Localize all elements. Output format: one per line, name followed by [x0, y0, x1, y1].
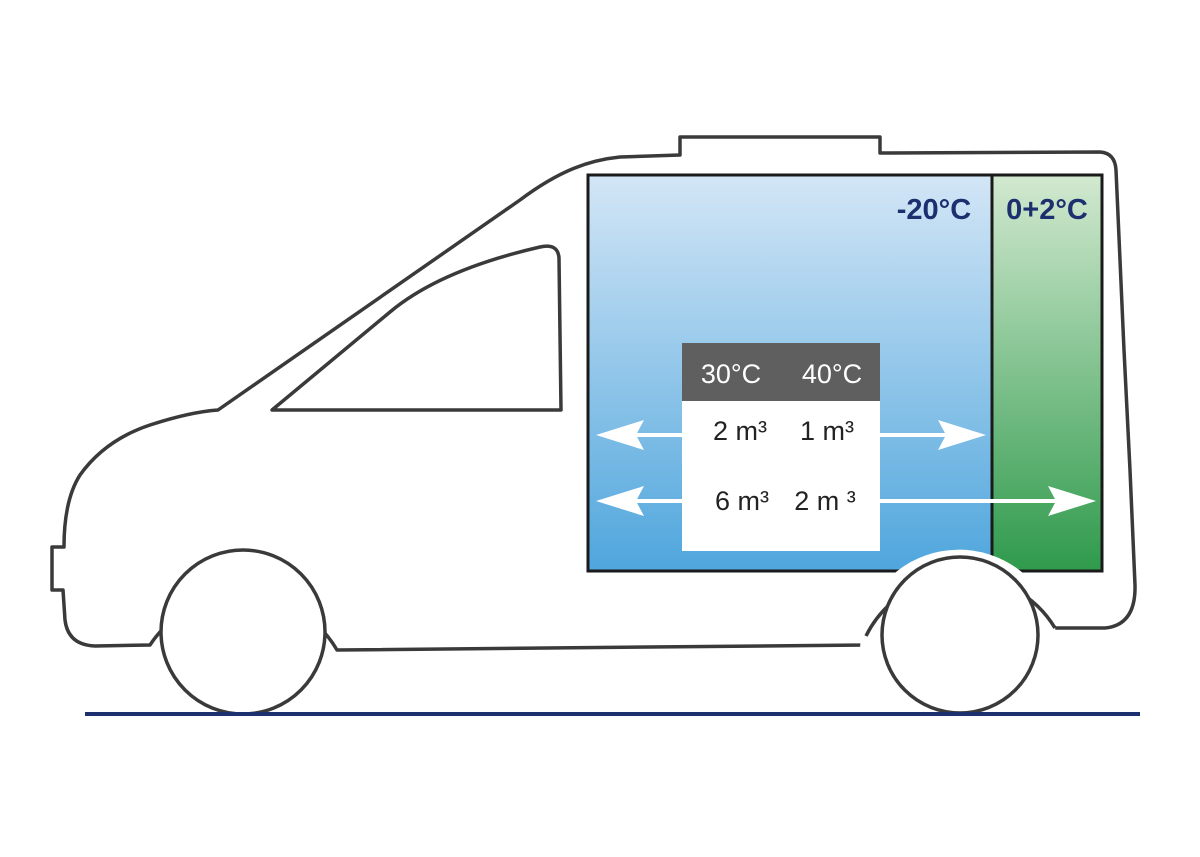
- front-wheel: [159, 548, 327, 716]
- zone-chiller: [990, 173, 1104, 573]
- table-cell-r2c1: 6 m³: [715, 486, 769, 516]
- zone-label-chiller: 0+2°C: [1006, 194, 1088, 226]
- table-header-30c: 30°C: [701, 359, 761, 389]
- table-cell-r1c1: 2 m³: [713, 416, 767, 446]
- table-cell-r1c2: 1 m³: [800, 416, 854, 446]
- volume-table-body-bg: [682, 401, 880, 551]
- table-cell-r2c2: 2 m ³: [794, 486, 856, 516]
- volume-table-header-bg: [682, 343, 880, 401]
- rear-wheel: [880, 555, 1040, 715]
- volume-table: 30°C 40°C 2 m³ 1 m³ 6 m³ 2 m ³: [682, 343, 880, 551]
- table-header-40c: 40°C: [802, 359, 862, 389]
- side-window: [270, 244, 563, 412]
- zone-label-freezer: -20°C: [897, 194, 972, 226]
